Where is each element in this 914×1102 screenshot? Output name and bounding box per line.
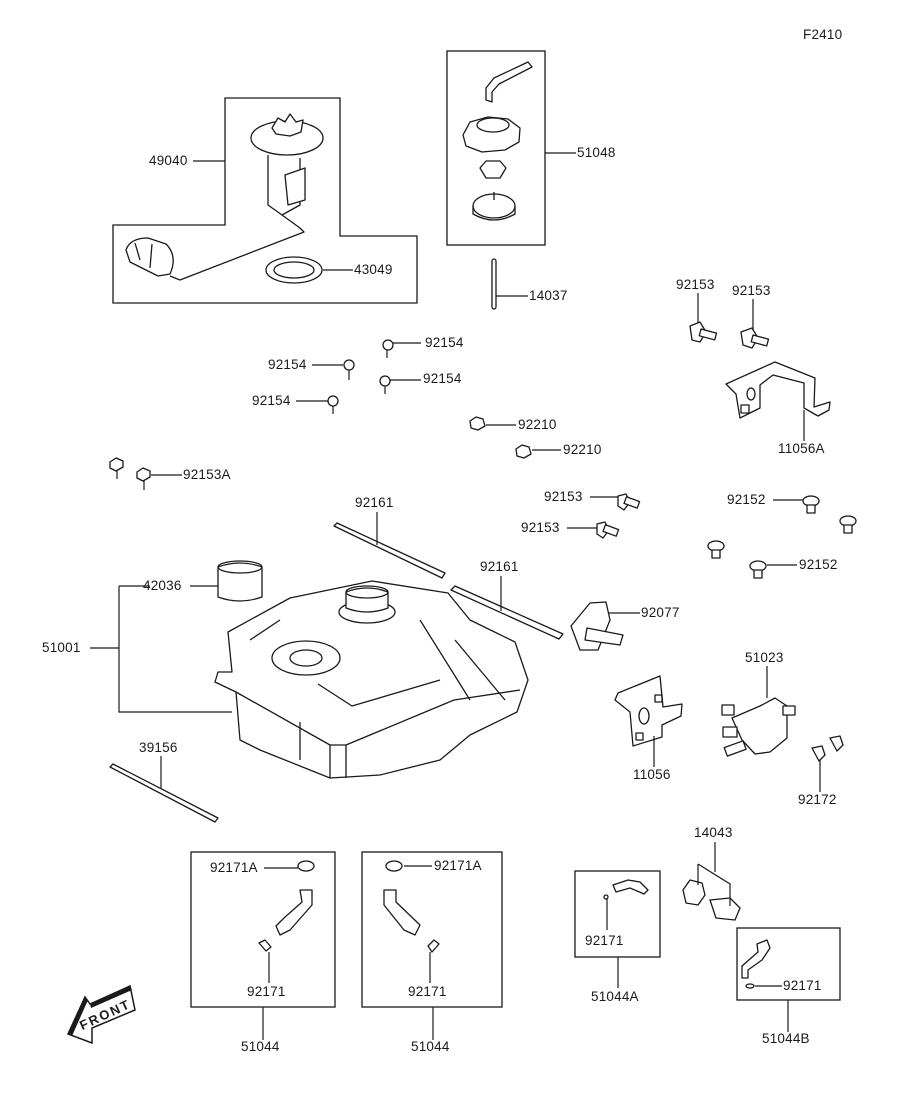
- grommets-92152: [707, 495, 857, 579]
- hose-51044A: [603, 879, 649, 900]
- label-11056[interactable]: 11056: [633, 767, 671, 782]
- label-51044-b[interactable]: 51044: [411, 1039, 450, 1054]
- label-92154-a[interactable]: 92154: [425, 335, 464, 350]
- label-92171-b[interactable]: 92171: [408, 984, 447, 999]
- pad-92161-a: [333, 522, 446, 579]
- label-92153A[interactable]: 92153A: [183, 467, 231, 482]
- label-92153-a[interactable]: 92153: [676, 277, 715, 292]
- label-92171-c[interactable]: 92171: [585, 933, 624, 948]
- label-92153-d[interactable]: 92153: [521, 520, 560, 535]
- label-51044-a[interactable]: 51044: [241, 1039, 280, 1054]
- pad-39156: [109, 763, 219, 823]
- pad-92161-b: [450, 585, 564, 640]
- label-92152-a[interactable]: 92152: [727, 492, 766, 507]
- label-39156[interactable]: 39156: [139, 740, 178, 755]
- bracket-11056A: [725, 361, 831, 419]
- nuts-92210: [469, 416, 532, 459]
- label-92210-a[interactable]: 92210: [518, 417, 557, 432]
- label-51023[interactable]: 51023: [745, 650, 784, 665]
- bracket-11056: [614, 675, 683, 747]
- label-92171-a[interactable]: 92171: [247, 984, 286, 999]
- label-92154-c[interactable]: 92154: [423, 371, 462, 386]
- fuel-pump-module: [125, 113, 324, 281]
- label-49040[interactable]: 49040: [149, 153, 188, 168]
- hose-51044B: [741, 939, 771, 989]
- hose-51044-b: [383, 860, 440, 953]
- label-92161-a[interactable]: 92161: [355, 495, 394, 510]
- label-92171A-b[interactable]: 92171A: [434, 858, 482, 873]
- label-51044A[interactable]: 51044A: [591, 989, 639, 1004]
- label-11056A[interactable]: 11056A: [778, 441, 825, 456]
- filler-neck-42036: [217, 560, 263, 602]
- label-92153-b[interactable]: 92153: [732, 283, 771, 298]
- bolt-92153-pair: [689, 293, 770, 349]
- group-box-49040: [112, 97, 418, 304]
- hose-51044-a: [258, 860, 315, 952]
- label-43049[interactable]: 43049: [354, 262, 393, 277]
- label-92161-b[interactable]: 92161: [480, 559, 519, 574]
- bolts-92153A: [109, 457, 151, 490]
- screws-92154: [327, 339, 394, 414]
- label-92153-c[interactable]: 92153: [544, 489, 583, 504]
- front-arrow-icon: [66, 984, 136, 1045]
- bolts-92153-mid: [596, 493, 641, 539]
- label-42036[interactable]: 42036: [143, 578, 182, 593]
- label-92210-b[interactable]: 92210: [563, 442, 602, 457]
- breather-tube-14037: [491, 258, 497, 310]
- label-92154-d[interactable]: 92154: [252, 393, 291, 408]
- fuel-tank-51001: [214, 580, 529, 779]
- label-92152-b[interactable]: 92152: [799, 557, 838, 572]
- grommet-92077: [570, 601, 624, 651]
- label-92171-d[interactable]: 92171: [783, 978, 822, 993]
- fuel-valve-51023: [721, 697, 796, 757]
- fuel-filter-14043: [682, 879, 741, 921]
- label-51048[interactable]: 51048: [577, 145, 616, 160]
- group-box-51048: [446, 50, 546, 246]
- fuel-cap-assembly: [462, 61, 533, 221]
- group-box-51044-b: [361, 851, 503, 1008]
- label-92154-b[interactable]: 92154: [268, 357, 307, 372]
- label-92171A-a[interactable]: 92171A: [210, 860, 258, 875]
- label-14037[interactable]: 14037: [529, 288, 568, 303]
- figure-code: F2410: [803, 27, 843, 42]
- label-14043[interactable]: 14043: [694, 825, 733, 840]
- label-51044B[interactable]: 51044B: [762, 1031, 810, 1046]
- label-92077[interactable]: 92077: [641, 605, 680, 620]
- label-51001[interactable]: 51001: [42, 640, 81, 655]
- pump-lock-ring: [265, 256, 323, 284]
- label-92172[interactable]: 92172: [798, 792, 837, 807]
- screws-92172: [811, 735, 844, 762]
